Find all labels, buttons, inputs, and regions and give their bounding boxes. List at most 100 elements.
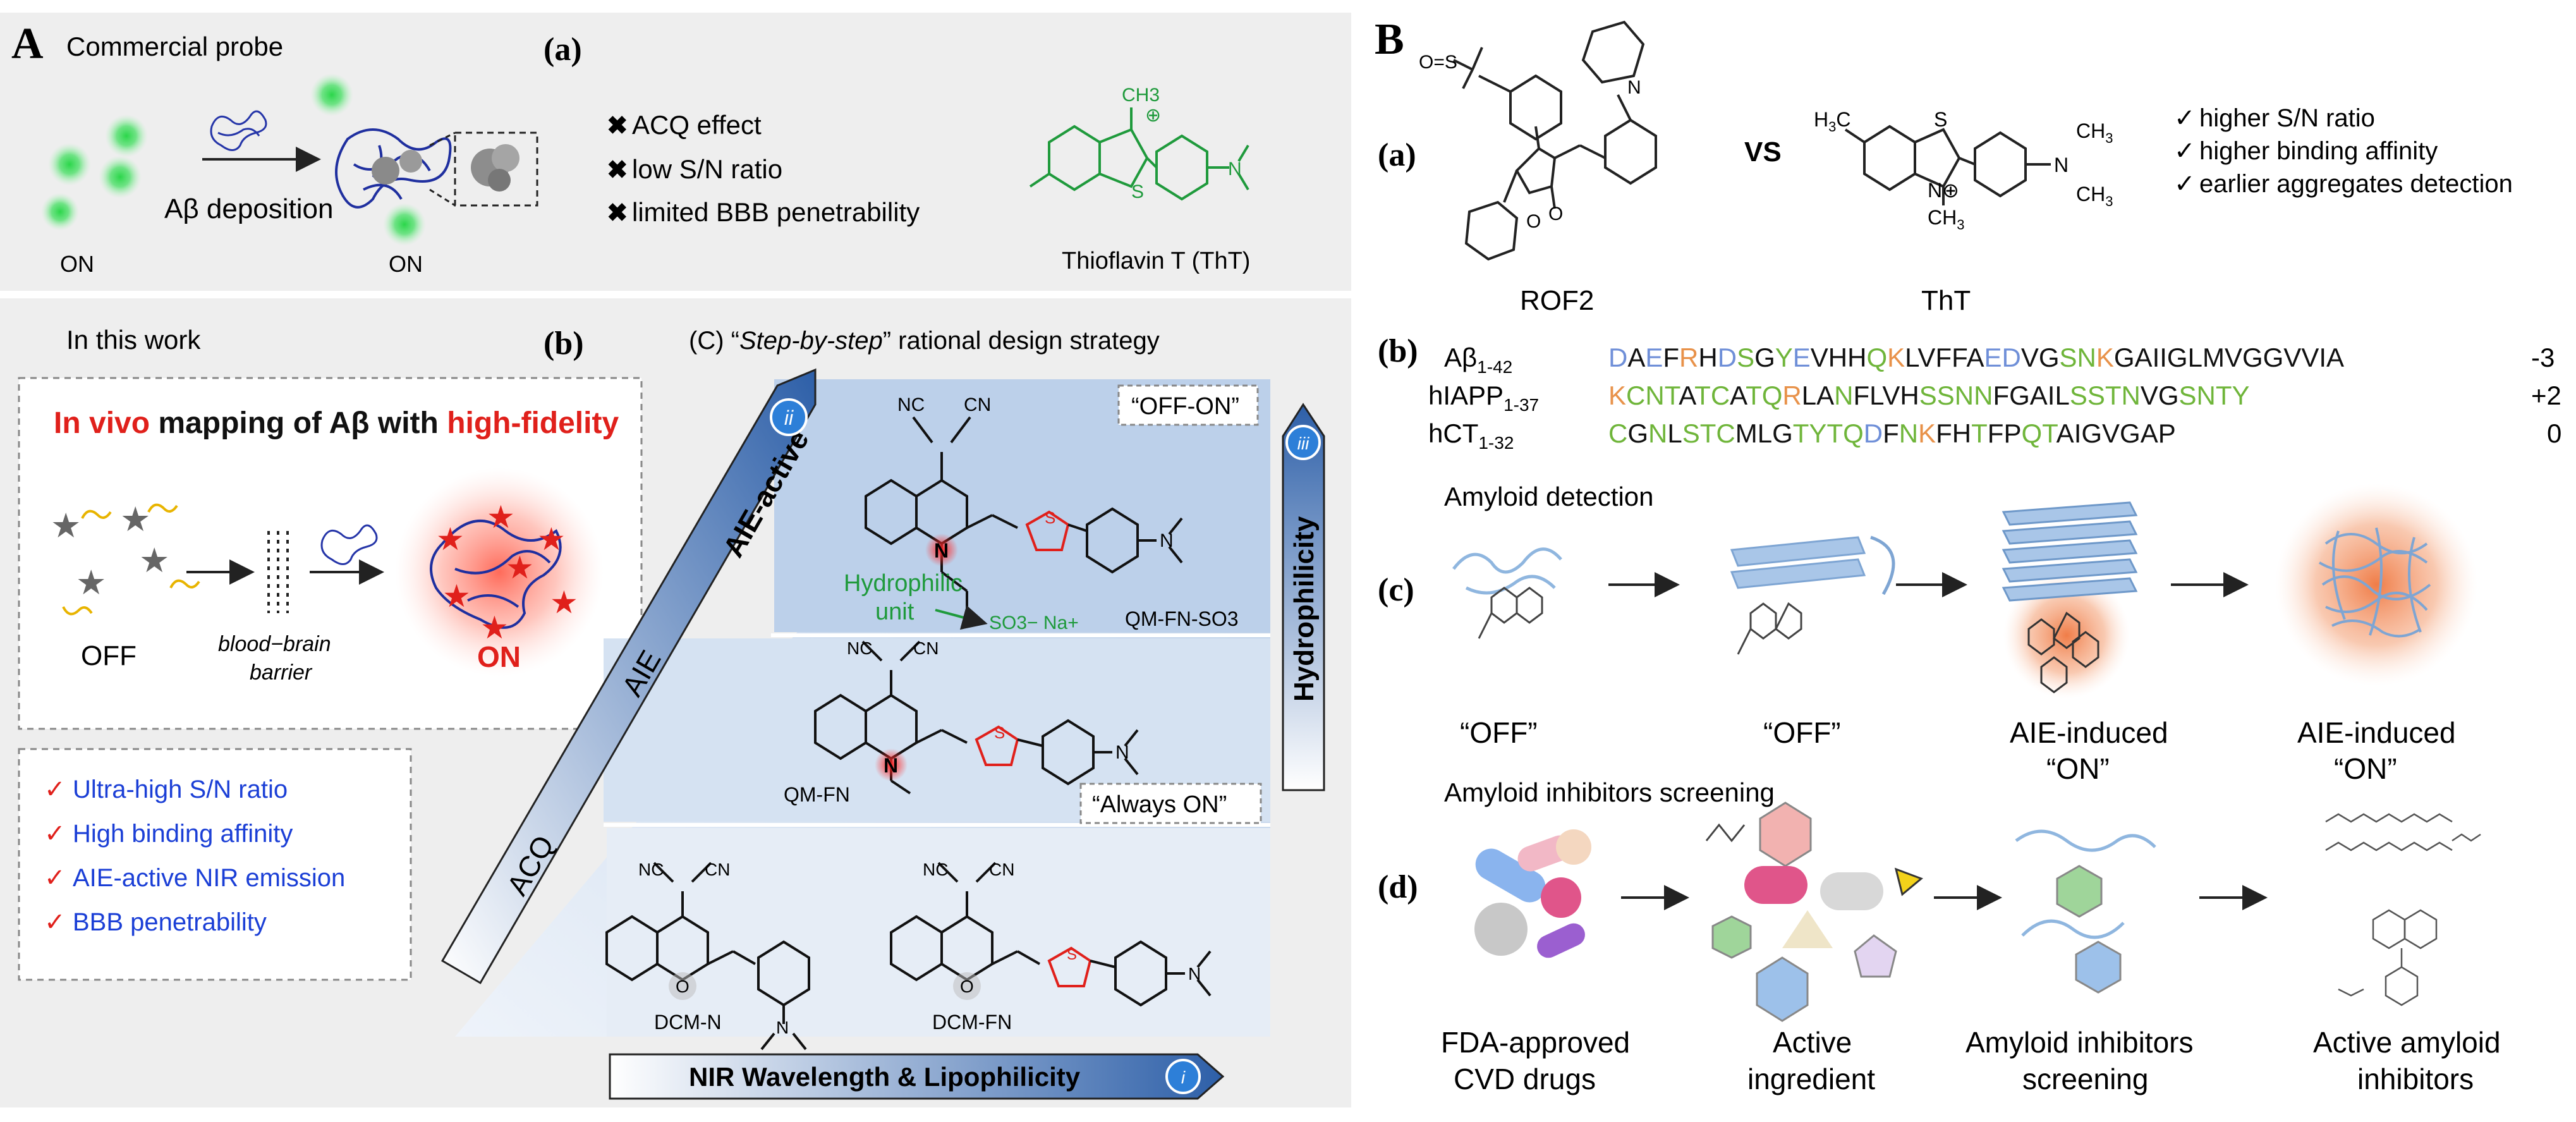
state-label: “OFF” <box>1763 716 1841 749</box>
qm-fn-so3-structure <box>865 416 1183 619</box>
headline: In vivo mapping of Aβ with high-fidelity <box>54 406 619 440</box>
s-label: S <box>1045 508 1055 527</box>
drawback-item: limited BBB penetrability <box>632 197 920 227</box>
step-label: ingredient <box>1747 1063 1875 1095</box>
svg-text:★: ★ <box>480 610 509 645</box>
molecule-name-dcm-n: DCM-N <box>654 1011 722 1034</box>
tht-name: Thioflavin T (ThT) <box>1062 248 1250 274</box>
dcm-fn-structure <box>890 862 1212 1007</box>
beta-sheet-monomer <box>1730 535 1895 595</box>
inhibitors-title: Amyloid inhibitors screening <box>1444 777 1775 807</box>
step-label: Amyloid inhibitors <box>1965 1026 2193 1059</box>
molecule-name-dcm-fn: DCM-FN <box>932 1011 1012 1034</box>
svg-text:★: ★ <box>506 550 534 585</box>
red-n-highlight <box>925 534 958 566</box>
inhibitor-structures <box>2325 813 2481 1006</box>
state-label: “ON” <box>2046 752 2110 785</box>
state-on-red: ON <box>477 640 521 673</box>
check-icon: ✓ <box>2174 137 2196 165</box>
cn-label: CN <box>964 394 991 415</box>
deposition-arrow-label: Aβ deposition <box>164 193 333 224</box>
cn-label: CN <box>705 860 730 879</box>
nc-label: NC <box>923 860 948 879</box>
fibril-stack <box>2002 501 2138 602</box>
strategy-italic: Step-by-step <box>739 327 883 355</box>
svg-text:★: ★ <box>436 521 465 557</box>
bbb-line-2: barrier <box>250 661 313 685</box>
molecule-name-qm-fn-so3: QM-FN-SO3 <box>1125 607 1239 630</box>
badge-i <box>1165 1059 1201 1094</box>
features-list: ✓ Ultra-high S/N ratio ✓ High binding af… <box>44 776 345 936</box>
o-label: O <box>960 977 974 996</box>
probe-molecule-icon <box>1737 602 1802 655</box>
peptide-monomer <box>1452 547 1562 595</box>
s-label: S <box>1067 946 1077 963</box>
headline-in-vivo: In vivo <box>54 406 150 440</box>
n-dimethyl-label: N <box>1115 742 1129 763</box>
strategy-suffix: ” rational design strategy <box>883 327 1160 355</box>
inhibitor-step-labels: FDA-approved CVD drugs Active ingredient… <box>1441 1026 2501 1095</box>
amyloid-aggregate-tangle <box>2318 527 2431 638</box>
tht-n-label-b: N <box>2054 154 2069 176</box>
zoom-box <box>454 131 538 207</box>
cn-label: CN <box>913 638 939 658</box>
drawbacks-list: ✖ ACQ effect ✖ low S/N ratio ✖ limited B… <box>607 110 920 227</box>
o-label: O <box>676 977 690 996</box>
seq-name-hct: hCT1-32 <box>1428 418 1514 453</box>
tht-n-plus-label: N⊕ <box>1928 179 1959 202</box>
headline-high-fidelity: high-fidelity <box>447 406 619 440</box>
step-label: inhibitors <box>2357 1063 2474 1095</box>
advantages-list: ✓ higher S/N ratio ✓ higher binding affi… <box>2174 104 2513 198</box>
panel-a-sub-b-label: (b) <box>544 326 584 362</box>
badge-ii-text: ii <box>784 406 794 429</box>
feature-item: Ultra-high S/N ratio <box>73 776 288 803</box>
tag-off-on: “OFF-ON” <box>1131 393 1239 420</box>
badge-ii <box>770 398 808 436</box>
step-label: Active <box>1773 1026 1852 1059</box>
hydrophilic-unit-l2: unit <box>875 599 914 625</box>
ring-o-label: O <box>1526 211 1541 232</box>
vs-label: VS <box>1744 137 1782 168</box>
n-label: N <box>884 754 898 777</box>
panel-a-top-background <box>0 13 1351 291</box>
s-label: S <box>994 723 1005 742</box>
state-label: “ON” <box>2334 752 2397 785</box>
svg-text:★: ★ <box>487 499 515 535</box>
panel-b-sub-c-label: (c) <box>1378 572 1414 608</box>
abeta-monomer-icon-2 <box>320 524 378 565</box>
state-label: AIE-induced <box>2297 716 2456 749</box>
hydrophilicity-arrow <box>1282 403 1325 791</box>
probe-molecule-icon <box>1478 587 1543 639</box>
svg-text:★: ★ <box>550 585 578 620</box>
seq-charge-abeta: -3 <box>2531 343 2555 372</box>
probe-dot <box>310 73 353 116</box>
check-icon: ✓ <box>2174 170 2196 198</box>
feature-item: AIE-active NIR emission <box>73 864 345 892</box>
zoomed-aggregate-icon <box>471 144 519 192</box>
tht-h3c-label: H3C <box>1814 108 1850 135</box>
n-label: N <box>934 539 949 562</box>
orange-glow <box>2275 484 2477 686</box>
state-label: AIE-induced <box>2010 716 2168 749</box>
zoom-line <box>429 188 456 207</box>
drawback-item: low S/N ratio <box>632 154 782 184</box>
red-stars: ★★★ ★★★★ <box>436 499 578 645</box>
amyloid-detection-title: Amyloid detection <box>1444 482 1654 511</box>
seq-name-abeta: Aβ1-42 <box>1444 343 1512 377</box>
svg-text:★: ★ <box>442 578 471 614</box>
sulfonyl-label: O=S <box>1419 52 1457 73</box>
tag-always-on-box <box>1079 783 1262 824</box>
seq-name-hiapp: hIAPP1-37 <box>1428 381 1539 415</box>
diagonal-progress-arrow <box>440 368 817 985</box>
panel-b: B (a) N O=S O O VS ROF2 <box>1375 15 2561 1095</box>
badge-iii <box>1285 425 1321 460</box>
n-dimethyl-label: N <box>776 1018 789 1037</box>
panel-a-letter: A <box>11 20 44 68</box>
feature-item: BBB penetrability <box>73 908 267 936</box>
commercial-probe-title: Commercial probe <box>66 32 283 61</box>
panel-a-sub-a-label: (a) <box>544 32 582 68</box>
drawback-item: ACQ effect <box>632 110 762 140</box>
headline-middle: mapping of Aβ with <box>150 406 447 440</box>
sequence-table: Aβ1-42 DAEFRHDSGYEVHHQKLVFFAEDVGSNKGAIIG… <box>1428 343 2561 453</box>
step-label: screening <box>2022 1063 2148 1095</box>
